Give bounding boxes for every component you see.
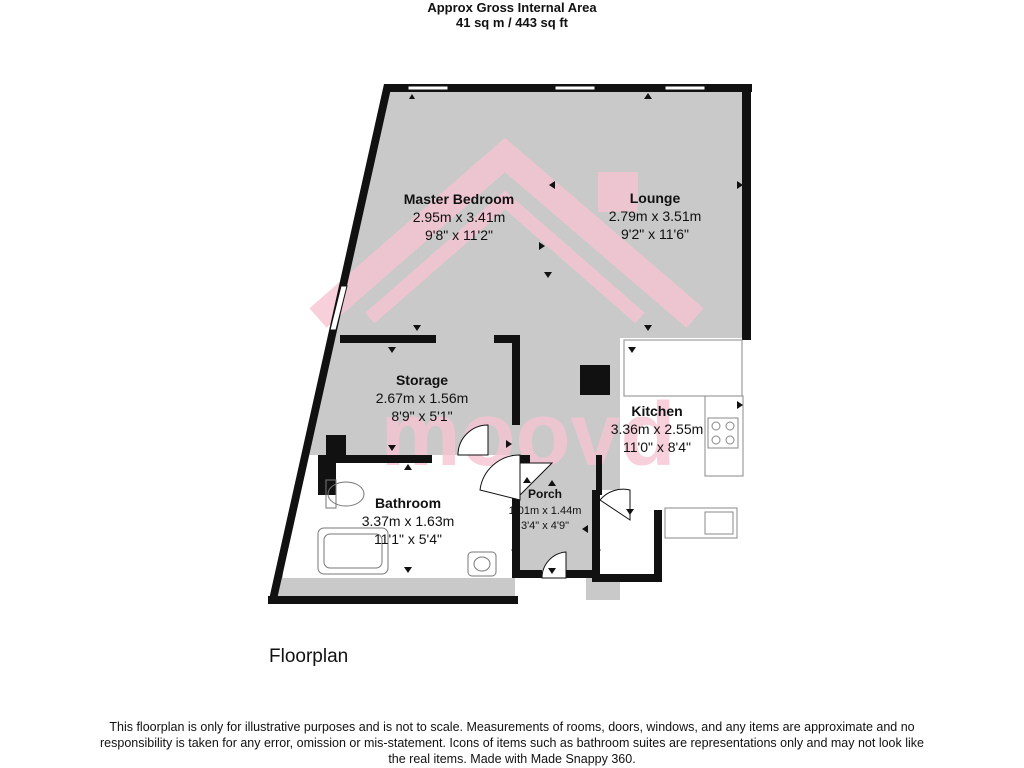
basin-icon (467, 551, 497, 577)
kitchen-fixtures (623, 339, 744, 539)
disclaimer-text: This floorplan is only for illustrative … (100, 720, 924, 766)
windows (329, 85, 706, 331)
room-imperial: 11'0" x 8'4" (623, 439, 691, 455)
room-imperial: 9'8" x 11'2" (425, 227, 493, 243)
area-title: Approx Gross Internal Area (427, 0, 597, 15)
room-imperial: 8'9" x 5'1" (391, 408, 452, 424)
floorplan-caption: Floorplan (269, 646, 349, 667)
room-metric: 2.95m x 3.41m (413, 209, 506, 225)
bath-icon (317, 527, 389, 575)
room-imperial: 3'4" x 4'9" (521, 520, 569, 532)
room-metric: 3.36m x 2.55m (611, 421, 704, 437)
room-name: Bathroom (375, 495, 441, 511)
room-storage: Storage 2.67m x 1.56m 8'9" x 5'1" (376, 372, 469, 424)
floor-area (270, 88, 748, 600)
doors (457, 424, 631, 579)
storage-door-icon (457, 424, 489, 456)
room-name: Lounge (630, 190, 681, 206)
room-bathroom: Bathroom 3.37m x 1.63m 11'1" x 5'4" (362, 495, 455, 547)
kitchen-cupboard-door-icon (599, 488, 631, 521)
hob-icon (707, 417, 739, 449)
room-metric: 3.37m x 1.63m (362, 513, 455, 529)
room-metric: 2.79m x 3.51m (609, 208, 702, 224)
room-name: Porch (528, 487, 562, 501)
room-master-bedroom: Master Bedroom 2.95m x 3.41m 9'8" x 11'2… (404, 191, 514, 243)
area-size: 41 sq m / 443 sq ft (456, 15, 568, 30)
kitchen-counter-side (704, 395, 744, 477)
room-imperial: 11'1" x 5'4" (374, 531, 442, 547)
sink-icon (664, 507, 738, 539)
room-lounge: Lounge 2.79m x 3.51m 9'2" x 11'6" (609, 190, 702, 242)
entrance-door-icon (541, 551, 567, 579)
kitchen-counter (623, 339, 743, 397)
room-porch: Porch 1.01m x 1.44m 3'4" x 4'9" (509, 487, 582, 532)
bathroom-fixtures (317, 479, 497, 577)
area-header: Approx Gross Internal Area 41 sq m / 443… (0, 0, 1024, 30)
toilet-icon (327, 481, 365, 507)
room-metric: 1.01m x 1.44m (509, 505, 582, 517)
room-name: Master Bedroom (404, 191, 514, 207)
room-imperial: 9'2" x 11'6" (621, 226, 689, 242)
room-name: Kitchen (631, 403, 682, 419)
door-markers (388, 93, 743, 574)
room-kitchen: Kitchen 3.36m x 2.55m 11'0" x 8'4" (611, 403, 704, 455)
room-name: Storage (396, 372, 448, 388)
column-block (580, 365, 610, 395)
room-metric: 2.67m x 1.56m (376, 390, 469, 406)
